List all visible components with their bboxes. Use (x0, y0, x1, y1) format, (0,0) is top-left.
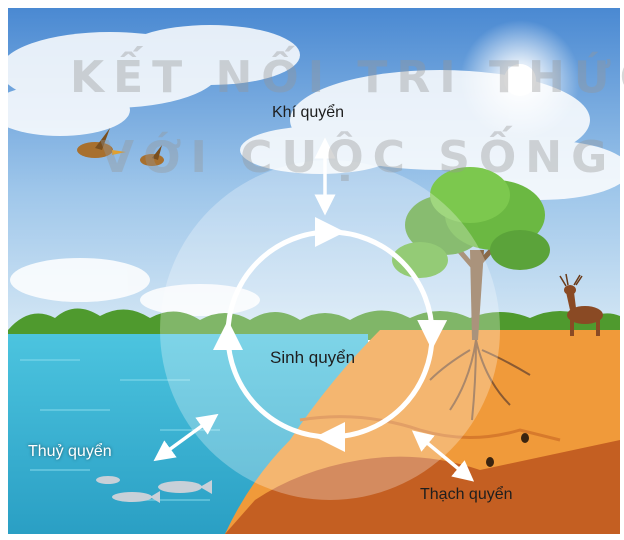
label-atmosphere: Khí quyển (272, 104, 344, 122)
label-hydrosphere: Thuỷ quyển (28, 443, 112, 461)
biosphere-zone (160, 160, 500, 500)
label-biosphere: Sinh quyển (270, 348, 355, 368)
label-lithosphere: Thạch quyển (420, 486, 513, 504)
watermark-line-1: KẾT NỐI TRI THỨC (70, 52, 624, 103)
watermark-line-2: VỚI CUỘC SỐNG (100, 132, 616, 183)
